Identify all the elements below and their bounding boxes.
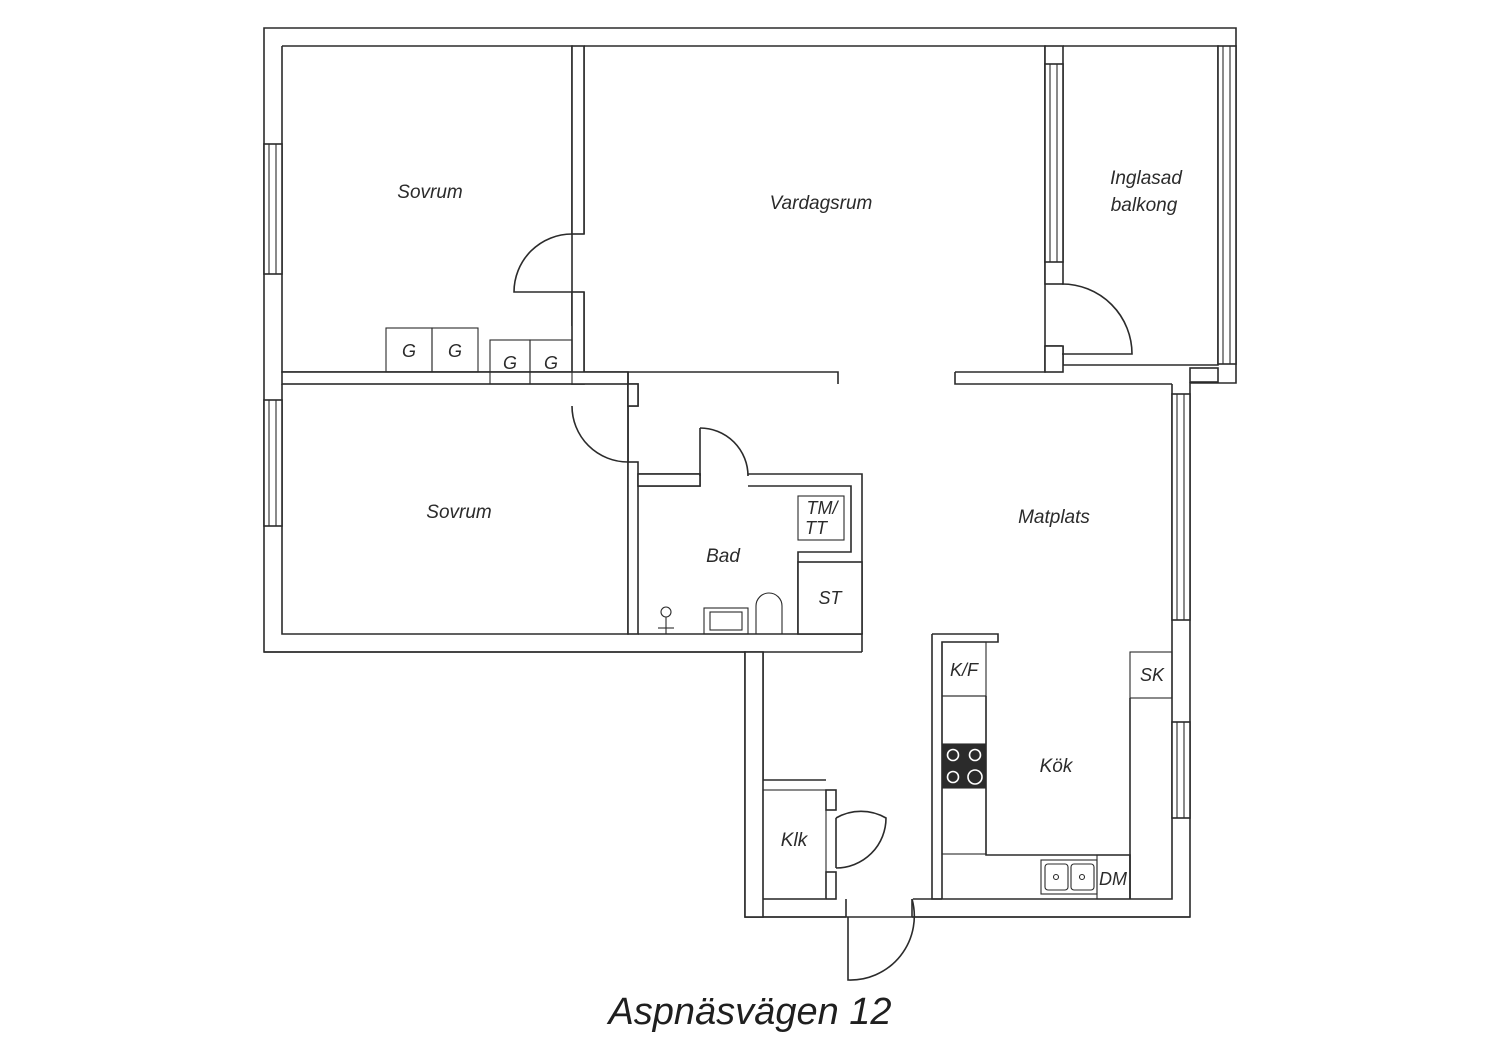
- wardrobes: G G G G: [385, 327, 573, 385]
- room-label-vardagsrum: Vardagsrum: [770, 193, 873, 214]
- bathroom-fixtures: TM/ TT ST: [658, 495, 845, 635]
- room-label-klk: Klk: [781, 830, 809, 851]
- room-label-balkong-line1: Inglasad: [1110, 168, 1183, 189]
- wardrobe-label: G: [503, 353, 517, 373]
- cabinet-label: SK: [1140, 665, 1165, 685]
- wardrobe-label: G: [402, 341, 416, 361]
- room-label-bad: Bad: [706, 546, 741, 567]
- kitchen-sink-icon: [1040, 859, 1098, 895]
- windows: [263, 45, 1237, 819]
- room-label-sovrum-1: Sovrum: [397, 182, 462, 203]
- stove-icon: [941, 743, 987, 789]
- storage-label: ST: [818, 588, 843, 608]
- doors: [513, 233, 1133, 981]
- room-label-kok: Kök: [1040, 756, 1074, 777]
- interior-walls: [281, 45, 1064, 918]
- shower-icon: [660, 606, 672, 618]
- toilet-icon: [755, 592, 783, 634]
- room-labels: Sovrum Vardagsrum Inglasad balkong Sovru…: [397, 168, 1183, 851]
- plan-title: Aspnäsvägen 12: [606, 991, 891, 1033]
- sink-icon: [703, 607, 749, 635]
- room-label-matplats: Matplats: [1018, 507, 1090, 528]
- wardrobe-label: G: [448, 341, 462, 361]
- room-label-sovrum-2: Sovrum: [426, 502, 491, 523]
- wardrobe-label: G: [544, 353, 558, 373]
- room-label-balkong-line2: balkong: [1111, 195, 1178, 216]
- dishwasher-label: DM: [1099, 869, 1127, 889]
- kitchen-fixtures: K/F SK DM: [941, 641, 1173, 900]
- washing-machine-label: TM/: [807, 498, 840, 518]
- fridge-freezer-label: K/F: [950, 660, 979, 680]
- dryer-label: TT: [805, 518, 829, 538]
